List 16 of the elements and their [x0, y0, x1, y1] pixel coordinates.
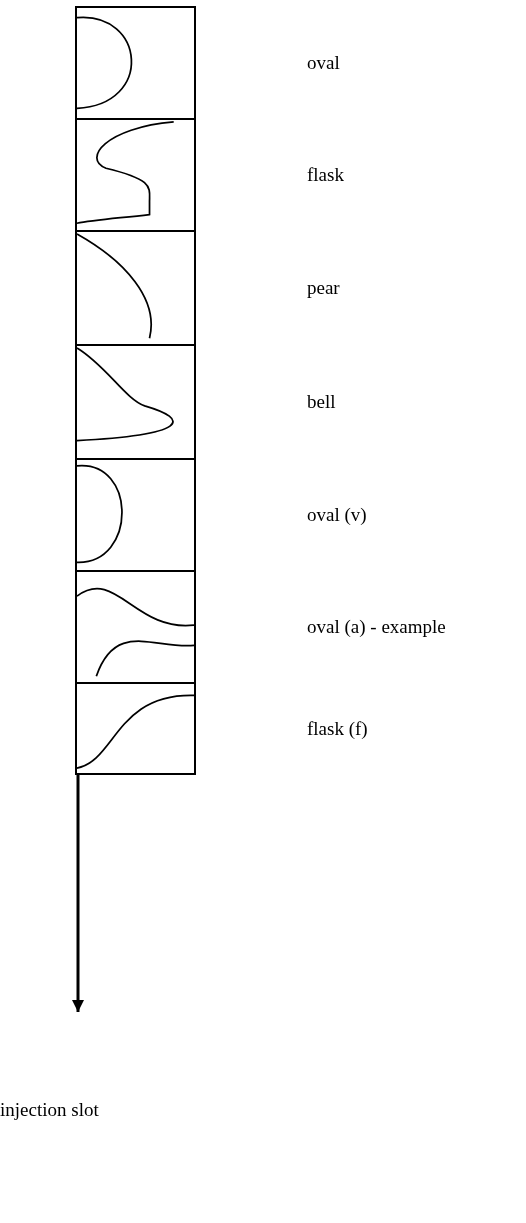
profile-box — [75, 458, 196, 572]
shape-label: oval — [307, 51, 340, 75]
shape-label: oval (v) — [307, 503, 367, 527]
profile-box — [75, 344, 196, 460]
profile-box — [75, 682, 196, 775]
shape-label: pear — [307, 276, 340, 300]
shape-label: bell — [307, 390, 336, 414]
profile-box — [75, 118, 196, 232]
shape-label: flask (f) — [307, 716, 368, 741]
profile-box — [75, 570, 196, 684]
shape-label: oval (a) - example — [307, 615, 446, 639]
shape-label: flask — [307, 163, 344, 187]
arrow — [72, 775, 84, 1012]
profile-box — [75, 6, 196, 120]
node-label: injection slot — [0, 1097, 99, 1122]
profile-box — [75, 230, 196, 346]
